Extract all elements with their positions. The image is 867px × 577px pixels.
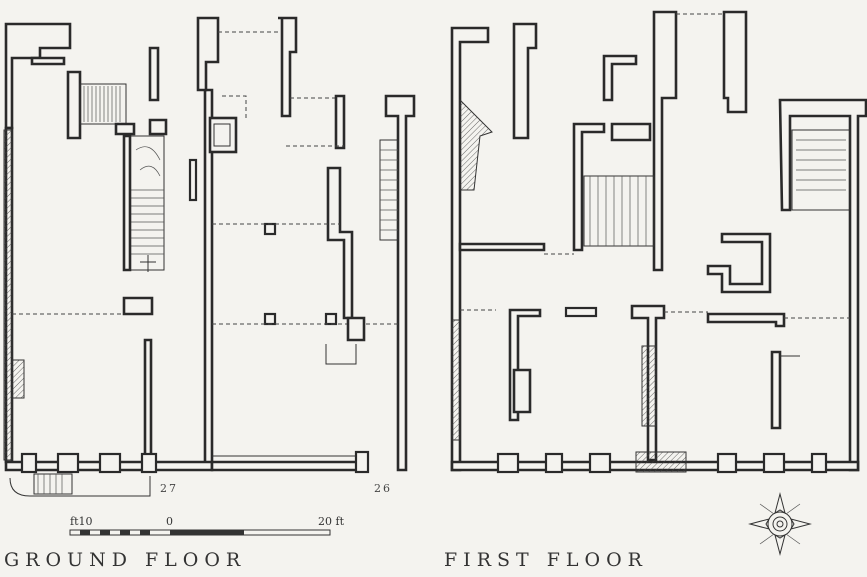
- house-number-27: 27: [160, 482, 178, 495]
- scale-label-ft10: ft10: [70, 515, 93, 528]
- compass-rose-icon: [748, 492, 812, 556]
- scale-label-20ft: 20 ft: [318, 515, 344, 528]
- scale-bar: [69, 529, 331, 536]
- first-floor-plan: [450, 10, 867, 474]
- scale-label-zero: 0: [166, 515, 173, 528]
- ground-floor-plan-27: [3, 22, 214, 497]
- ground-floor-plan-26: [196, 16, 416, 474]
- ground-floor-caption: GROUND FLOOR: [4, 549, 247, 571]
- house-number-26: 26: [374, 482, 392, 495]
- first-floor-caption: FIRST FLOOR: [444, 549, 648, 571]
